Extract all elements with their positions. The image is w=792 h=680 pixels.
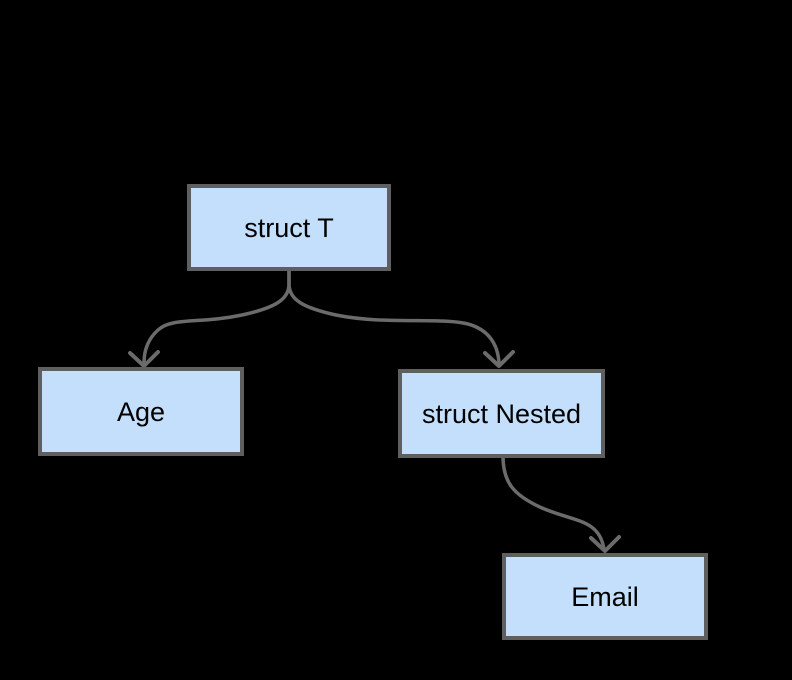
arrowhead-icon [483, 350, 515, 368]
node-struct-t: struct T [187, 184, 391, 271]
arrowhead-icon [128, 350, 160, 368]
node-label: Age [116, 397, 166, 427]
node-label: struct T [244, 213, 334, 243]
node-label: struct Nested [421, 399, 582, 429]
edge-struct-nested-to-email [501, 454, 606, 551]
node-email: Email [502, 553, 708, 640]
edge-struct-t-to-age [142, 268, 291, 365]
node-label: Email [571, 582, 639, 612]
node-age: Age [38, 367, 244, 456]
arrowhead-icon [589, 535, 621, 553]
edge-struct-t-to-struct-nested [287, 268, 501, 365]
node-struct-nested: struct Nested [398, 369, 605, 458]
